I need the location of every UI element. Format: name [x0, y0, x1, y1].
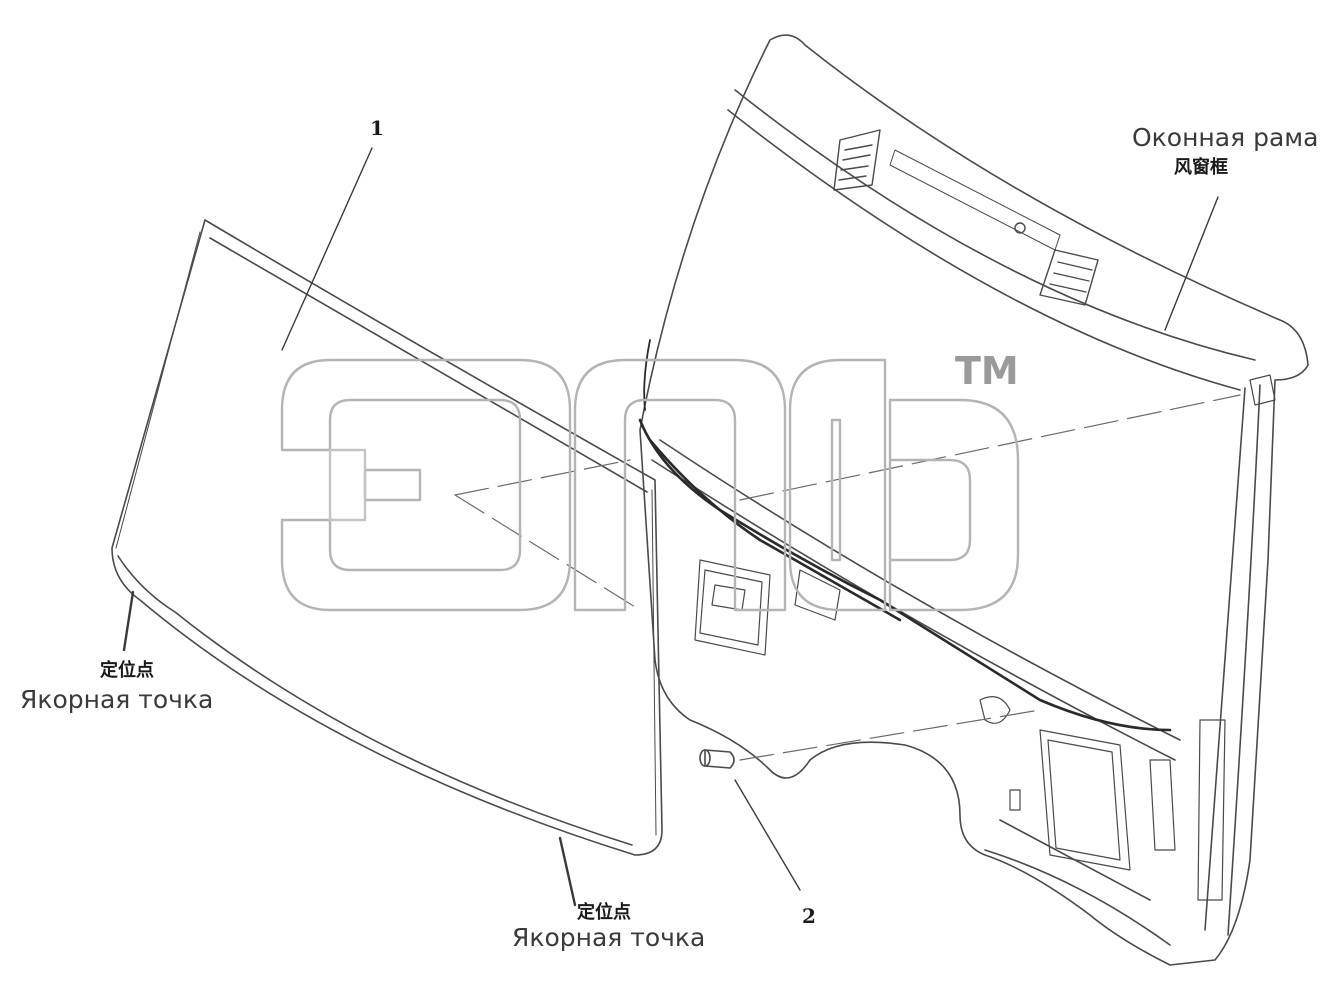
roof-vents — [833, 129, 1099, 306]
anchor-bottom-label-ru: Якорная точка — [512, 923, 706, 952]
frame-label-cn: 风窗框 — [1174, 157, 1228, 178]
windshield-glass — [111, 219, 663, 856]
alignment-lines — [454, 394, 1241, 761]
frame-label-ru: Оконная рама — [1132, 123, 1319, 152]
dashboard-details — [694, 374, 1276, 901]
leader-lines — [122, 147, 1219, 907]
callout-part-2: 2 — [802, 904, 816, 928]
trademark-mark: TM — [955, 349, 1019, 393]
anchor-bottom-label-cn: 定位点 — [577, 902, 631, 923]
plug-part-2 — [699, 749, 735, 769]
anchor-left-label-ru: Якорная точка — [20, 685, 214, 714]
callout-part-1: 1 — [370, 116, 384, 140]
anchor-left-label-cn: 定位点 — [100, 660, 154, 681]
wire-harness — [638, 339, 1172, 732]
